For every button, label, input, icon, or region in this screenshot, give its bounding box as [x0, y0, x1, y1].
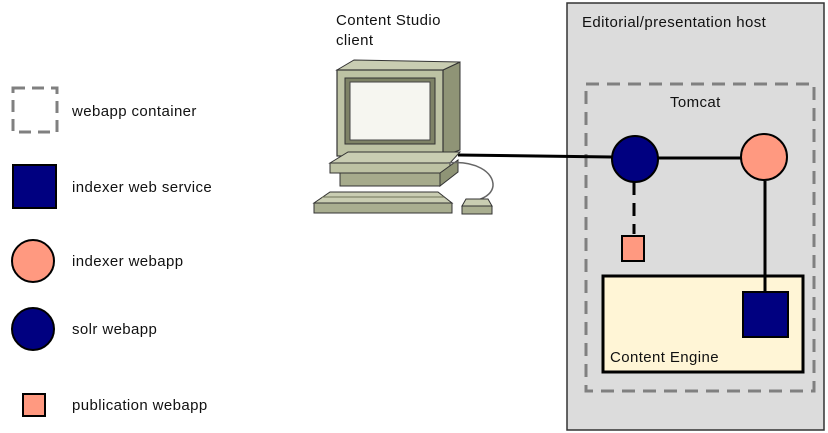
legend-label: indexer web service: [72, 179, 212, 196]
client-to-solr-connector: [457, 153, 613, 159]
legend-item-solr-webapp: solr webapp: [11, 307, 157, 351]
legend-item-publication-webapp: publication webapp: [22, 393, 208, 417]
client-label-line1: Content Studio: [336, 12, 441, 29]
legend-label: webapp container: [71, 103, 197, 120]
client-label-line2: client: [336, 32, 374, 49]
legend-label: indexer webapp: [72, 253, 184, 270]
salmon-square-icon: [22, 393, 46, 417]
indexer-web-service-node: [742, 291, 789, 338]
legend-label: publication webapp: [72, 397, 208, 414]
legend-item-indexer-web-service: indexer web service: [12, 164, 212, 209]
legend-item-webapp-container: webapp container: [11, 86, 197, 134]
publication-webapp-node: [621, 235, 645, 262]
salmon-circle-icon: [11, 239, 55, 283]
legend: webapp container indexer web service ind…: [11, 86, 212, 417]
content-engine-label: Content Engine: [610, 349, 719, 366]
indexer-webapp-node: [740, 133, 788, 181]
solr-webapp-node: [611, 135, 659, 183]
tomcat-container: [584, 82, 816, 393]
desktop-computer-icon: [312, 59, 494, 215]
tomcat-label: Tomcat: [670, 94, 721, 111]
blue-square-icon: [12, 164, 57, 209]
blue-circle-icon: [11, 307, 55, 351]
host-label: Editorial/presentation host: [582, 14, 767, 31]
legend-item-indexer-webapp: indexer webapp: [11, 239, 184, 283]
dashed-square-icon: [11, 86, 59, 134]
legend-label: solr webapp: [72, 321, 157, 338]
